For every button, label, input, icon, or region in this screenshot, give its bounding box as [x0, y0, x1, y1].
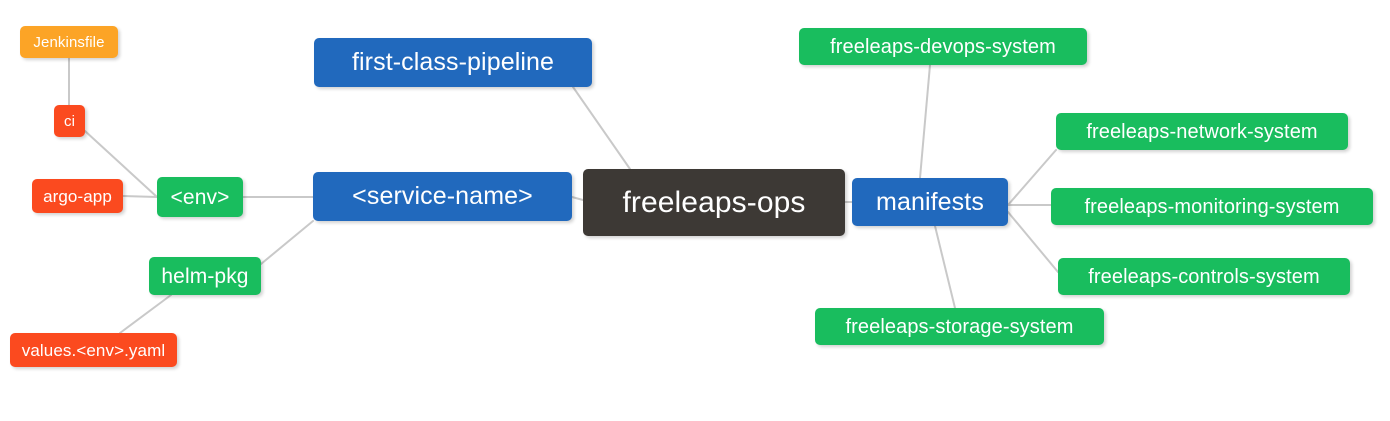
edge-helm-pkg-to-values-env-yaml — [119, 294, 172, 334]
node-freeleaps-storage-system[interactable]: freeleaps-storage-system — [815, 308, 1104, 345]
edge-manifests-to-freeleaps-storage-system — [934, 225, 956, 309]
node-argo-app[interactable]: argo-app — [32, 179, 123, 213]
edge-service-name-to-helm-pkg — [260, 220, 314, 265]
node-freeleaps-ops[interactable]: freeleaps-ops — [583, 169, 845, 236]
node-freeleaps-devops-system[interactable]: freeleaps-devops-system — [799, 28, 1087, 65]
edge-argo-app-to-env — [122, 195, 158, 198]
node-first-class-pipeline[interactable]: first-class-pipeline — [314, 38, 592, 87]
node-helm-pkg[interactable]: helm-pkg — [149, 257, 261, 295]
node-service-name[interactable]: <service-name> — [313, 172, 572, 221]
node-values-env-yaml[interactable]: values.<env>.yaml — [10, 333, 177, 367]
node-freeleaps-monitoring-system[interactable]: freeleaps-monitoring-system — [1051, 188, 1373, 225]
node-freeleaps-controls-system[interactable]: freeleaps-controls-system — [1058, 258, 1350, 295]
node-jenkinsfile[interactable]: Jenkinsfile — [20, 26, 118, 58]
node-freeleaps-network-system[interactable]: freeleaps-network-system — [1056, 113, 1348, 150]
edge-service-name-to-freeleaps-ops — [571, 196, 584, 201]
node-ci[interactable]: ci — [54, 105, 85, 137]
node-manifests[interactable]: manifests — [852, 178, 1008, 226]
edge-first-class-pipeline-to-freeleaps-ops — [572, 86, 631, 170]
edge-manifests-to-freeleaps-devops-system — [919, 64, 931, 179]
edge-manifests-to-freeleaps-network-system — [1007, 149, 1057, 206]
node-env[interactable]: <env> — [157, 177, 243, 217]
